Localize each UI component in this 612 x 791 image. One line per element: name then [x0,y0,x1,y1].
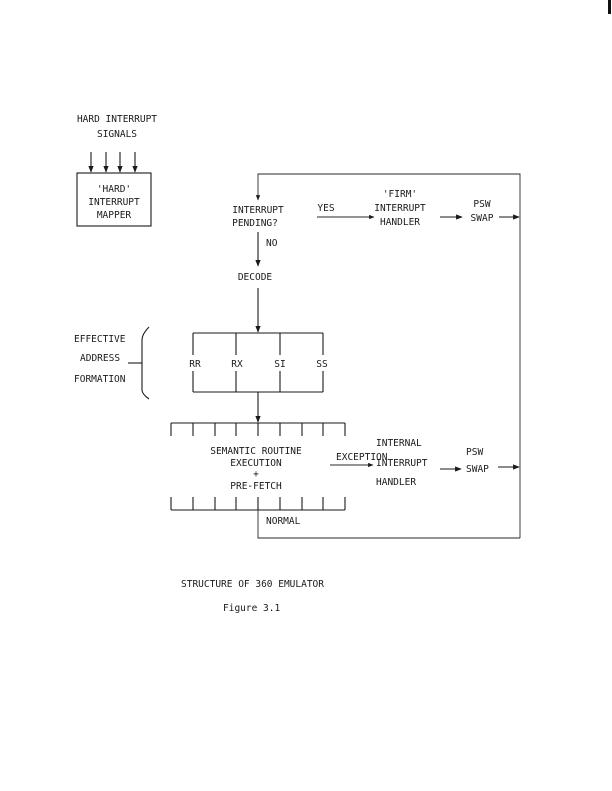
hard-signal-arrows [88,152,138,173]
eaf-brace [141,326,150,400]
internal-handler-label-3: HANDLER [376,477,416,488]
semantic-label-3: + [253,469,259,480]
hard-signals-label-1: HARD INTERRUPT [77,114,157,125]
format-box [192,332,324,393]
format-rx: RX [231,359,243,370]
eaf-label-2: ADDRESS [80,353,120,364]
psw-swap-top-label-1: PSW [473,199,490,210]
psw-swap-bottom-label-1: PSW [466,447,483,458]
normal-path-line [257,510,520,539]
no-label: NO [266,238,278,249]
yes-label: YES [317,203,334,214]
semantic-label-2: EXECUTION [230,458,282,469]
format-rr: RR [189,359,201,370]
semantic-label-4: PRE-FETCH [230,481,282,492]
psw-swap-top-label-2: SWAP [471,213,494,224]
figure-number: Figure 3.1 [223,603,280,614]
internal-handler-label-1: INTERNAL [376,438,422,449]
firm-handler-label-3: HANDLER [380,217,420,228]
page-corner-mark [608,0,611,14]
eaf-label-1: EFFECTIVE [74,334,126,345]
semantic-label-1: SEMANTIC ROUTINE [210,446,302,457]
psw-swap-bottom-label-2: SWAP [466,464,489,475]
loop-return-line [255,173,521,538]
decode-label: DECODE [238,272,273,283]
hard-mapper-label-1: 'HARD' [97,184,131,195]
hard-signals-label-2: SIGNALS [97,129,137,140]
hard-mapper-label-3: MAPPER [97,210,132,221]
internal-handler-label-2: INTERRUPT [376,458,428,469]
firm-handler-label-1: 'FIRM' [383,189,417,200]
hard-mapper-label-2: INTERRUPT [88,197,140,208]
format-ss: SS [316,359,328,370]
firm-handler-label-2: INTERRUPT [374,203,426,214]
interrupt-pending-label-1: INTERRUPT [232,205,284,216]
figure-title: STRUCTURE OF 360 EMULATOR [181,579,324,590]
format-si: SI [274,359,285,370]
semantic-top-comb [170,422,346,436]
exception-label: EXCEPTION [336,452,388,463]
eaf-label-3: FORMATION [74,374,126,385]
interrupt-pending-label-2: PENDING? [232,218,278,229]
normal-label: NORMAL [266,516,301,527]
hard-mapper-box [76,172,152,227]
semantic-bottom-comb [170,497,346,511]
